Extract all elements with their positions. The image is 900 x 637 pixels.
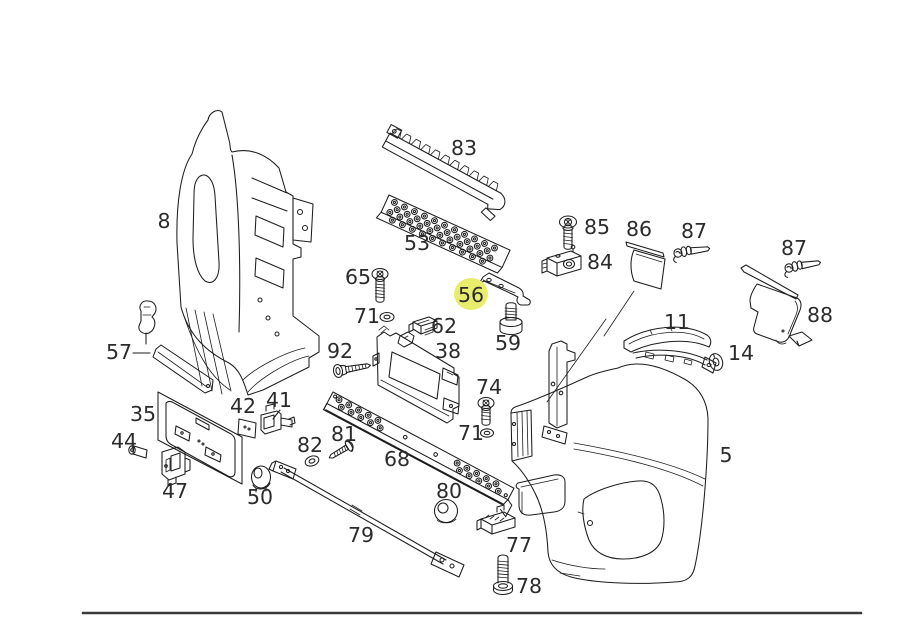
part-callout-78[interactable]: 78 (516, 574, 542, 598)
part-callout-35[interactable]: 35 (130, 402, 156, 426)
part-callout-71[interactable]: 71 (458, 421, 484, 445)
part-callout-88[interactable]: 88 (807, 303, 833, 327)
part-14-drawing (708, 353, 724, 371)
part-5-drawing (510, 318, 709, 584)
part-68-drawing (323, 391, 515, 518)
part-83-drawing (381, 124, 506, 222)
part-11-drawing (623, 326, 717, 374)
part-callout-56-highlighted[interactable]: 56 (458, 283, 484, 307)
part-88-drawing (740, 264, 813, 347)
part-57-drawing (138, 300, 214, 394)
part-callout-87[interactable]: 87 (681, 219, 707, 243)
part-47-drawing (161, 446, 191, 487)
part-callout-59[interactable]: 59 (495, 331, 521, 355)
part-86-drawing (625, 241, 666, 290)
part-87-rivet-right (782, 256, 823, 279)
part-callout-42[interactable]: 42 (230, 394, 256, 418)
part-callout-87[interactable]: 87 (781, 236, 807, 260)
part-44-drawing (128, 445, 148, 459)
part-62-drawing (408, 316, 438, 336)
part-callout-82[interactable]: 82 (297, 433, 323, 457)
part-callout-11[interactable]: 11 (664, 310, 690, 334)
part-8-drawing (176, 110, 320, 396)
highlight-marker (454, 278, 488, 310)
part-callout-44[interactable]: 44 (111, 429, 137, 453)
part-callout-81[interactable]: 81 (331, 422, 357, 446)
part-callout-92[interactable]: 92 (327, 339, 353, 363)
part-85-drawing (558, 215, 578, 250)
part-38-drawing (372, 325, 460, 424)
part-41-drawing (260, 403, 296, 435)
part-callout-62[interactable]: 62 (431, 314, 457, 338)
part-92-drawing (332, 363, 372, 378)
part-callout-74[interactable]: 74 (476, 375, 502, 399)
part-callout-65[interactable]: 65 (345, 265, 371, 289)
part-81-drawing (328, 440, 354, 459)
part-callout-71[interactable]: 71 (354, 304, 380, 328)
part-callout-79[interactable]: 79 (348, 523, 374, 547)
part-71-washer-lower (479, 428, 495, 438)
part-84-drawing (541, 244, 582, 277)
part-callout-77[interactable]: 77 (506, 533, 532, 557)
part-77-drawing (476, 504, 516, 535)
part-callout-47[interactable]: 47 (162, 479, 188, 503)
part-78-drawing (492, 554, 514, 596)
part-82-drawing (304, 455, 320, 467)
part-71-washer-upper (379, 311, 395, 323)
part-callout-57[interactable]: 57 (106, 340, 132, 364)
part-79-drawing (268, 460, 465, 578)
part-callout-83[interactable]: 83 (451, 136, 477, 160)
part-callout-68[interactable]: 68 (384, 447, 410, 471)
leader-line-86 (603, 290, 635, 337)
part-callout-84[interactable]: 84 (587, 250, 613, 274)
part-callout-85[interactable]: 85 (584, 215, 610, 239)
part-42-drawing (237, 418, 257, 439)
part-callout-8[interactable]: 8 (157, 209, 170, 233)
part-callout-86[interactable]: 86 (626, 217, 652, 241)
part-callout-38[interactable]: 38 (435, 339, 461, 363)
part-74-drawing (477, 396, 495, 426)
part-callout-14[interactable]: 14 (728, 341, 754, 365)
part-callout-80[interactable]: 80 (436, 479, 462, 503)
part-callout-41[interactable]: 41 (266, 388, 292, 412)
part-callout-5[interactable]: 5 (719, 443, 732, 467)
part-59-drawing (499, 302, 523, 335)
part-65-drawing (371, 267, 389, 303)
leader-line-41 (272, 409, 281, 420)
part-53-drawing (375, 194, 511, 274)
part-callout-50[interactable]: 50 (247, 485, 273, 509)
part-50-drawing (250, 465, 272, 493)
part-56-drawing (478, 272, 531, 306)
part-35-drawing (157, 391, 243, 485)
part-callout-53[interactable]: 53 (404, 231, 430, 255)
part-87-rivet-left (671, 242, 712, 264)
part-80-drawing (433, 498, 459, 524)
